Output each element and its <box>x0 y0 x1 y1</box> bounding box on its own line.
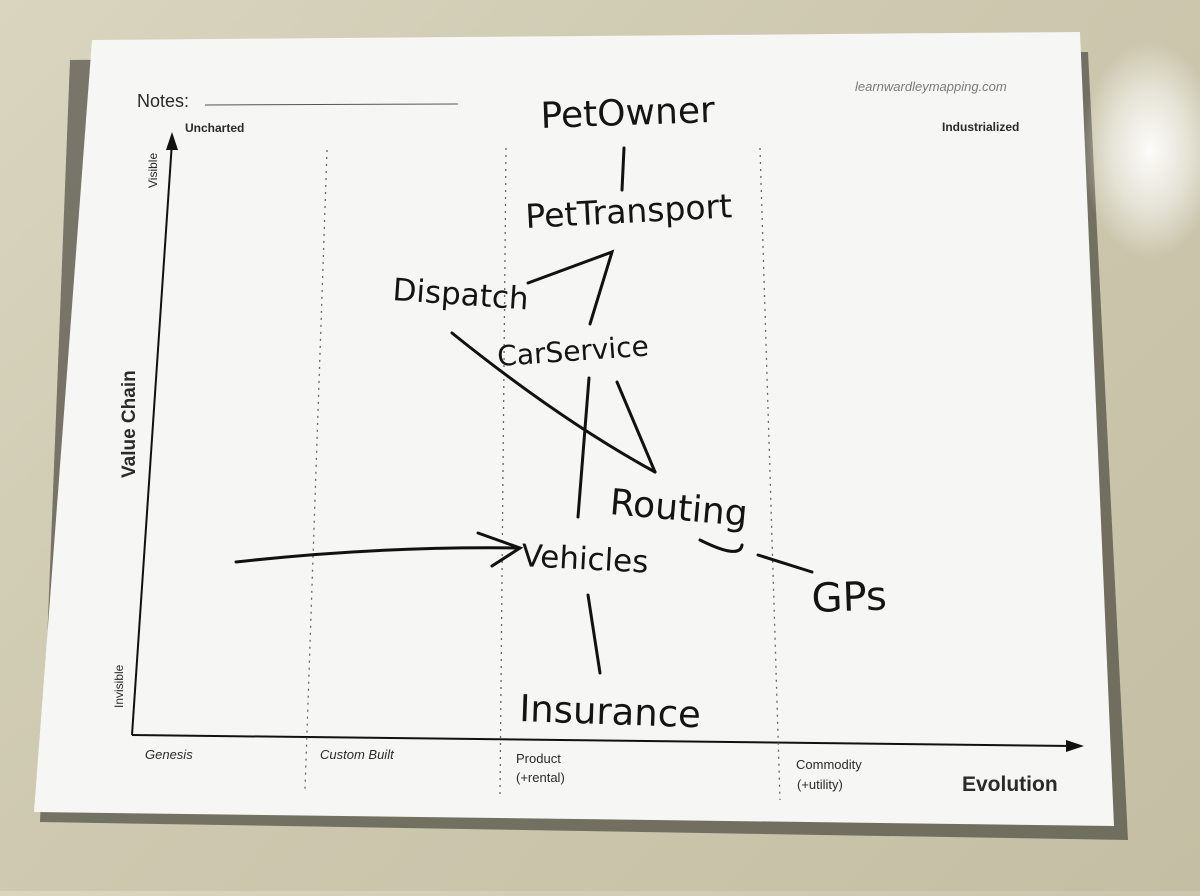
divider-genesis-custom <box>304 149 328 791</box>
y-axis-title: Value Chain <box>119 370 140 478</box>
divider-custom-product <box>499 147 507 796</box>
x-axis-title: Evolution <box>962 773 1058 796</box>
light-glare <box>1080 40 1200 260</box>
link-petowner-pettransport <box>620 146 626 192</box>
x-axis-line <box>131 734 1073 747</box>
y-axis-arrow <box>166 132 178 150</box>
component-pet-owner: PetOwner <box>540 90 716 137</box>
vehicles-arrowhead <box>476 531 524 568</box>
corner-uncharted: Uncharted <box>185 121 244 135</box>
stage-custom-built: Custom Built <box>320 747 395 762</box>
link-routing-gps <box>756 553 814 574</box>
link-vehicles-insurance <box>586 593 602 675</box>
link-carservice-vehicles <box>576 376 591 519</box>
stage-product-rental: (+rental) <box>516 770 565 785</box>
corner-industrialized: Industrialized <box>942 120 1019 134</box>
stage-commodity: Commodity <box>796 757 862 772</box>
component-insurance: Insurance <box>519 687 702 736</box>
x-axis-arrow <box>1066 740 1084 752</box>
y-axis-line <box>131 141 173 736</box>
y-label-visible: Visible <box>146 153 160 188</box>
notes-label: Notes: <box>137 91 189 111</box>
stage-genesis: Genesis <box>145 747 193 762</box>
component-vehicles: Vehicles <box>521 538 650 581</box>
link-dispatch-routing <box>450 331 657 474</box>
link-pettransport-dispatch-carservice <box>526 249 615 326</box>
website-label: learnwardleymapping.com <box>855 79 1007 94</box>
link-routing-tail <box>698 538 744 553</box>
stage-commodity-utility: (+utility) <box>797 777 843 792</box>
y-label-invisible: Invisible <box>112 664 126 708</box>
handdrawn-links <box>234 146 814 675</box>
link-vehicles-evolution-arrow <box>234 546 522 564</box>
paper-sheet <box>34 32 1114 826</box>
notes-line <box>204 103 459 106</box>
component-gps: GPs <box>811 573 888 622</box>
stage-product: Product <box>516 751 561 766</box>
link-carservice-routing <box>615 380 657 474</box>
